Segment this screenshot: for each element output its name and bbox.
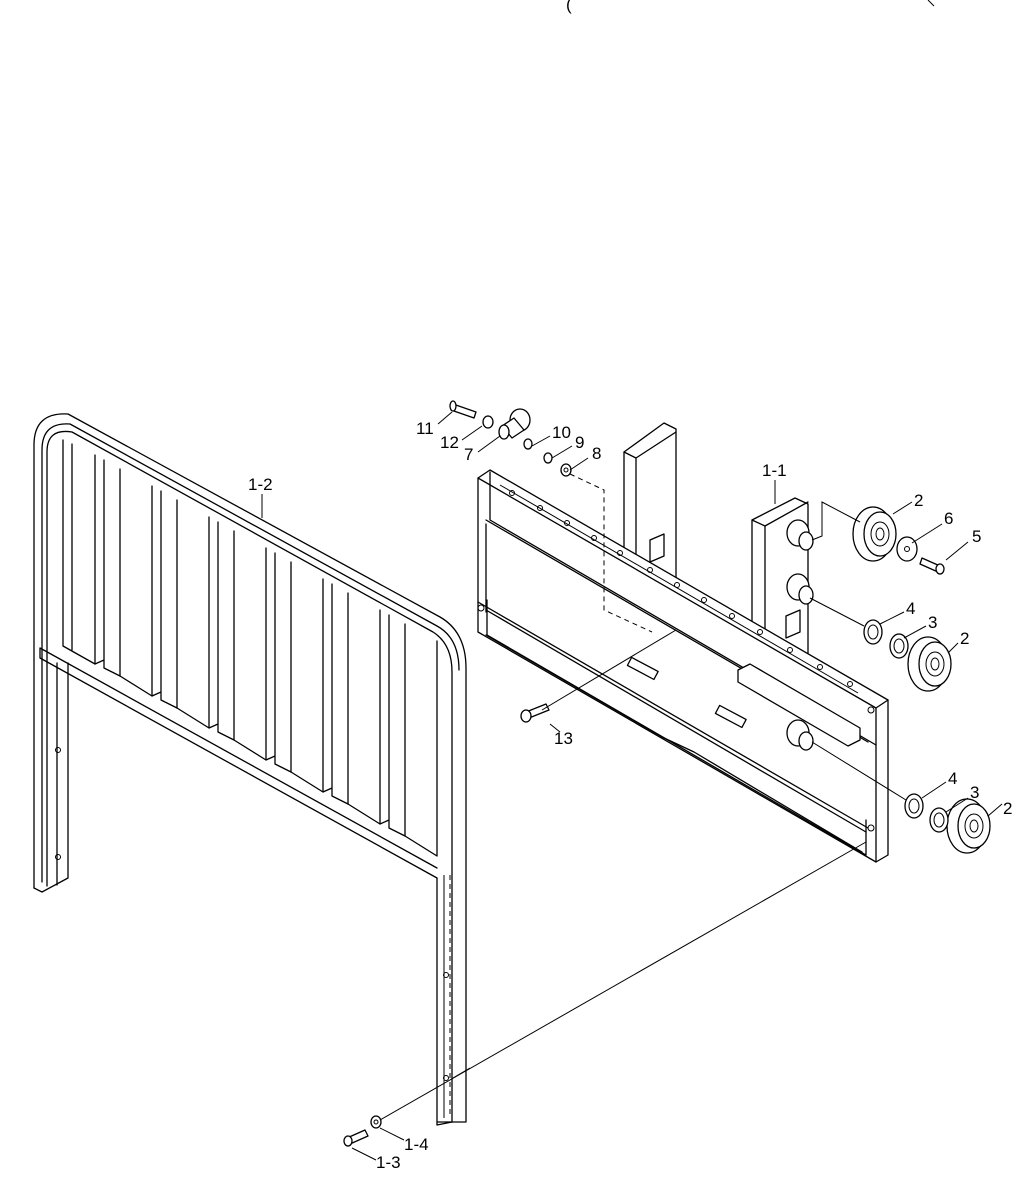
stopper-7 xyxy=(498,408,531,440)
label-1-2: 1-2 xyxy=(248,475,273,494)
nut-8 xyxy=(560,463,572,477)
roller-2-middle xyxy=(907,636,952,692)
label-10: 10 xyxy=(552,423,571,442)
bolt-5 xyxy=(919,557,945,575)
shim-4-upper xyxy=(863,619,883,645)
roller-stud-shafts xyxy=(786,519,814,751)
shim-3-upper xyxy=(889,633,909,659)
leader-lines xyxy=(261,411,1003,1161)
washer-12 xyxy=(482,415,494,429)
roller-2-bottom xyxy=(946,798,991,854)
backrest-outer-frame xyxy=(33,413,467,1123)
label-13: 13 xyxy=(554,729,573,748)
plate-washer-6 xyxy=(896,536,918,562)
carriage-main-frame xyxy=(477,469,889,863)
label-1-1: 1-1 xyxy=(762,461,787,480)
carriage-top-notches xyxy=(509,490,853,687)
part-labels: 11 12 7 10 9 8 1-1 1-2 2 6 5 4 3 2 13 4 … xyxy=(248,419,1012,1172)
label-4-lower: 4 xyxy=(948,769,957,788)
label-6: 6 xyxy=(944,509,953,528)
label-3-lower: 3 xyxy=(970,783,979,802)
bolt-13 xyxy=(520,703,550,723)
fork-carriage xyxy=(477,422,889,863)
label-4-upper: 4 xyxy=(906,599,915,618)
bolt-11 xyxy=(449,400,477,419)
washer-9 xyxy=(543,452,553,464)
label-7: 7 xyxy=(464,445,473,464)
label-9: 9 xyxy=(575,433,584,452)
label-2-middle: 2 xyxy=(960,629,969,648)
backrest-slats xyxy=(62,439,438,857)
backrest-inner-frame xyxy=(46,430,453,1123)
label-2-bottom: 2 xyxy=(1003,799,1012,818)
label-12: 12 xyxy=(440,433,459,452)
washer-10 xyxy=(523,438,533,450)
load-backrest xyxy=(33,413,467,1126)
backrest-right-leg xyxy=(436,877,453,1126)
label-11: 11 xyxy=(416,419,434,438)
label-1-3: 1-3 xyxy=(376,1153,401,1172)
label-5: 5 xyxy=(972,527,981,546)
shim-4-lower xyxy=(904,793,924,819)
label-3-upper: 3 xyxy=(928,613,937,632)
shim-3-lower xyxy=(929,807,949,833)
backrest-left-leg xyxy=(33,662,69,893)
label-2-top: 2 xyxy=(914,491,923,510)
label-8: 8 xyxy=(592,444,601,463)
roller-2-top xyxy=(852,506,897,562)
assembly-lines xyxy=(379,473,907,1121)
header-fragment: ( xyxy=(566,0,572,14)
washer-1-4 xyxy=(370,1115,382,1129)
backrest-crossbar xyxy=(39,647,438,879)
bolt-1-3 xyxy=(343,1129,369,1147)
header-fragment-stroke xyxy=(927,0,935,7)
label-1-4: 1-4 xyxy=(404,1135,429,1154)
